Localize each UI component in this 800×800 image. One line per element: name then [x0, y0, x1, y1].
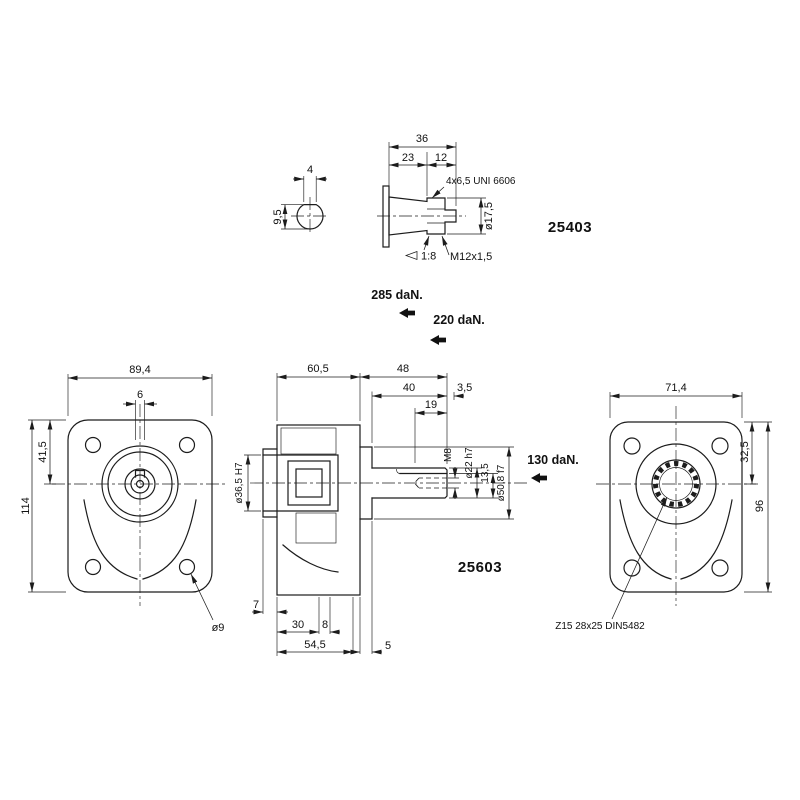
front-centerlines	[52, 404, 228, 606]
dim-thread-length: 12	[435, 152, 447, 164]
dim-end: 3,5	[457, 382, 472, 394]
dim-shaft-end-diameter: ø17,5	[483, 202, 495, 230]
dim-key-height: 9,5	[272, 209, 284, 224]
bolt-hole	[711, 559, 729, 577]
output-shaft-outline	[371, 467, 448, 499]
pump-body-outline	[276, 424, 361, 596]
force-arrow-220-icon	[430, 335, 446, 345]
bolt-hole	[178, 558, 196, 576]
dim-shaft-length: 40	[403, 382, 415, 394]
tapped-hole-hidden-lines	[413, 477, 447, 489]
shaft-outline	[388, 196, 457, 236]
key-section-extension-lines	[281, 176, 317, 230]
force-annotations: 285 daN. 220 daN. 130 daN.	[371, 288, 579, 483]
section-casting-contour	[282, 544, 339, 573]
dim-key-height: 13,5	[480, 463, 491, 483]
view-shaft-end: 36 23 12 4x6,5 UNI 6606 ø17,5 1:8 M12x1,…	[377, 133, 592, 263]
view-section: 60,5 48 40 19 3,5 ø36,5 H7 M8 ø22 h7 13,…	[234, 363, 528, 656]
dim-front-height: 114	[20, 497, 32, 515]
housing-hatch-top	[280, 427, 337, 455]
section-extension-lines	[244, 373, 514, 656]
dim-front-length: 48	[397, 363, 409, 375]
label-taper-ratio: 1:8	[421, 251, 436, 263]
rear-boss-outline	[359, 446, 373, 520]
housing-hatch-bottom	[295, 512, 337, 544]
bolt-hole	[84, 436, 102, 454]
dim-boss-depth: 7	[253, 599, 259, 611]
view-front-flange: 89,4 6 41,5 114 ø9	[20, 364, 228, 634]
dim-taper-length: 23	[402, 152, 414, 164]
force-arrow-130-icon	[531, 473, 547, 483]
leader-thread	[441, 235, 450, 256]
label-tapped-hole: M8	[443, 448, 454, 462]
mount-plate-edge	[382, 185, 390, 248]
force-arrow-285-icon	[399, 308, 415, 318]
dim-key-width: 4	[307, 164, 313, 176]
taper-symbol-icon	[404, 250, 418, 261]
leader-taper	[423, 235, 430, 251]
view-rear-flange: 71,4 32,5 96 Z15 28x25 DIN5482	[555, 382, 772, 632]
dim-rear-height: 96	[754, 500, 766, 512]
dim-hole-diameter: ø9	[212, 622, 225, 634]
dim-shaft-diameter: ø22 h7	[464, 447, 475, 479]
part-number-main: 25603	[458, 559, 502, 576]
part-number-top: 25403	[548, 219, 592, 236]
rear-casting-contour	[619, 499, 733, 580]
label-force-130: 130 daN.	[527, 453, 578, 467]
dim-54: 54,5	[304, 639, 325, 651]
dim-5: 5	[385, 640, 391, 652]
nut-facet-lines	[427, 208, 445, 224]
dim-front-key-width: 6	[137, 389, 143, 401]
bolt-hole	[623, 559, 641, 577]
leader-spline-spec	[611, 496, 668, 620]
shaft-extension-lines	[388, 142, 486, 235]
dim-total-length: 36	[416, 133, 428, 145]
key-section-centerlines	[291, 197, 329, 235]
dim-rear-width: 71,4	[665, 382, 686, 394]
rear-extension-lines	[609, 392, 772, 593]
dim-front-width: 89,4	[129, 364, 150, 376]
rear-centerlines	[596, 406, 756, 606]
front-extension-lines	[28, 374, 213, 593]
dim-bore-diameter: ø36,5 H7	[234, 462, 245, 504]
view-shaft-key-section: 4 9,5	[272, 164, 329, 235]
label-key-spec: 4x6,5 UNI 6606	[446, 176, 516, 187]
dim-front-center-height: 41,5	[37, 441, 49, 462]
dim-thread-depth: 19	[425, 399, 437, 411]
dim-rear-center-height: 32,5	[739, 441, 751, 462]
dim-body-length: 60,5	[307, 363, 328, 375]
leader-key-spec	[431, 186, 445, 199]
label-thread: M12x1,5	[450, 251, 492, 263]
bolt-hole	[178, 436, 196, 454]
key-section-profile	[296, 204, 324, 230]
dim-pilot-diameter: ø50,8 f7	[496, 464, 507, 501]
keyway-end-arc	[396, 468, 401, 474]
dim-8: 8	[322, 619, 328, 631]
leader-hole-diameter	[190, 573, 214, 621]
bolt-hole	[623, 437, 641, 455]
bolt-hole	[711, 437, 729, 455]
dim-30: 30	[292, 619, 304, 631]
label-force-220: 220 daN.	[433, 313, 484, 327]
casting-contour	[83, 499, 197, 580]
label-spline-spec: Z15 28x25 DIN5482	[555, 621, 645, 632]
label-force-285: 285 daN.	[371, 288, 422, 302]
bolt-hole	[84, 558, 102, 576]
